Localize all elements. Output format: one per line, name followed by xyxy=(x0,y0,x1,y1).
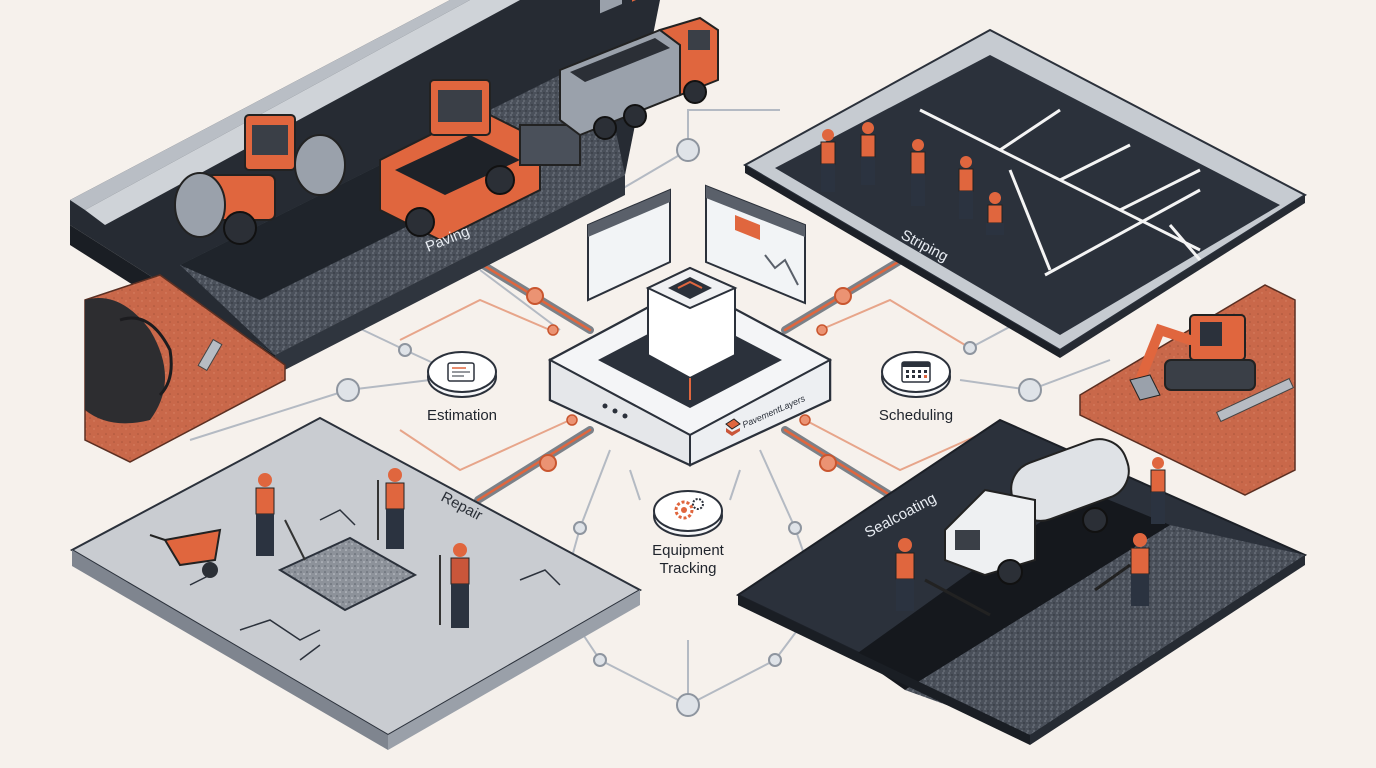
document-icon xyxy=(447,362,475,382)
sealcoating-zone: Sealcoating xyxy=(735,418,1308,745)
calendar-icon xyxy=(901,361,931,383)
excavator xyxy=(1129,314,1256,401)
dirt-plot-right xyxy=(1079,284,1296,496)
brand-logo-icon xyxy=(725,418,741,436)
paving-zone: Paving xyxy=(70,0,660,375)
wheelbarrow xyxy=(149,528,222,578)
repair-workers xyxy=(255,468,470,628)
parking-stripes xyxy=(919,108,1202,277)
road-roller xyxy=(174,114,346,245)
floating-screen-right xyxy=(705,184,806,305)
striping-workers xyxy=(820,122,1004,235)
repair-zone: Repair xyxy=(69,416,643,750)
estimation-module[interactable]: Estimation xyxy=(427,351,497,424)
dump-truck xyxy=(559,16,719,140)
pavement-cracks xyxy=(189,509,561,661)
gear-icon xyxy=(674,498,704,520)
connector-dots xyxy=(336,138,1042,717)
striping-zone: Striping xyxy=(742,28,1307,358)
equipment-tracking-module[interactable]: Equipment Tracking xyxy=(652,490,725,577)
floating-screen-left xyxy=(587,0,671,302)
central-hub: PavementLayers xyxy=(547,0,833,467)
dirt-plot-left xyxy=(84,274,286,463)
sealcoating-workers xyxy=(895,457,1166,617)
scheduling-module[interactable]: Scheduling xyxy=(879,351,953,424)
equipment-tracking-label-line1: Equipment xyxy=(652,542,725,559)
sealcoat-tanker-truck xyxy=(944,438,1130,585)
scheduling-label: Scheduling xyxy=(879,407,953,424)
estimation-label: Estimation xyxy=(427,407,497,424)
equipment-tracking-label-line2: Tracking xyxy=(660,560,717,577)
asphalt-paver xyxy=(379,79,581,242)
